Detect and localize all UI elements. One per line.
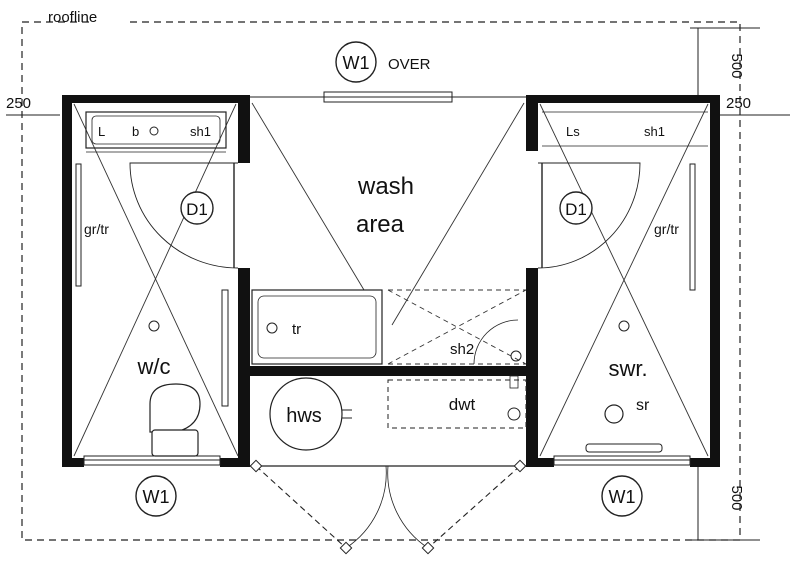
wc-label: w/c bbox=[137, 354, 171, 379]
sh2-label: sh2 bbox=[450, 341, 474, 358]
right-door-swing bbox=[537, 162, 641, 269]
dimension-left: 250 bbox=[6, 95, 31, 112]
laundry-trough bbox=[251, 289, 383, 365]
dimension-right: 250 bbox=[726, 95, 751, 112]
left-shelf bbox=[85, 111, 227, 149]
right-grab-rail bbox=[689, 163, 696, 291]
dwt-label: dwt bbox=[449, 395, 476, 414]
window-tag-bottom-left-label: W1 bbox=[143, 487, 170, 507]
trough-label: tr bbox=[292, 321, 301, 338]
sh2-shelf bbox=[387, 289, 527, 365]
left-shelf-sh1: sh1 bbox=[190, 124, 211, 139]
toilet-icon bbox=[149, 383, 201, 457]
partition-walls bbox=[238, 95, 538, 466]
left-grab-rail bbox=[75, 163, 82, 287]
shower-label: swr. bbox=[608, 356, 647, 381]
window-tag-top bbox=[335, 41, 377, 83]
window-tag-bottom-right-label: W1 bbox=[609, 487, 636, 507]
outer-walls bbox=[62, 95, 720, 467]
right-shelf-sh1: sh1 bbox=[644, 124, 665, 139]
roofline-outline bbox=[21, 21, 741, 541]
wc-side-rail bbox=[221, 289, 229, 407]
shower-room-diagonals bbox=[539, 103, 709, 457]
wash-area-label-line2: area bbox=[356, 211, 405, 238]
right-door-tag bbox=[559, 191, 593, 225]
window-tag-bottom-right bbox=[601, 475, 643, 517]
hot-water-system bbox=[269, 377, 343, 451]
shower-floor-rail bbox=[585, 443, 663, 453]
left-shelf-L: L bbox=[98, 124, 105, 139]
shower-drain-icon bbox=[604, 404, 624, 424]
wash-area-diagonals bbox=[251, 102, 525, 326]
window-tag-bottom-left bbox=[135, 475, 177, 517]
window-top-note: OVER bbox=[388, 56, 431, 73]
left-rail-label: gr/tr bbox=[84, 221, 109, 237]
hws-label: hws bbox=[286, 405, 322, 427]
dimension-top: 500 bbox=[728, 53, 745, 78]
left-door-label: D1 bbox=[186, 200, 208, 219]
entry-doors bbox=[255, 465, 521, 549]
roofline-label: roofline bbox=[48, 9, 97, 26]
wash-area-label-line1: wash bbox=[357, 173, 414, 200]
right-rail-label: gr/tr bbox=[654, 221, 679, 237]
shower-rose-label: sr bbox=[636, 397, 650, 414]
left-door-swing bbox=[129, 162, 239, 269]
right-shelf-Ls: Ls bbox=[566, 124, 580, 139]
left-door-tag bbox=[180, 191, 214, 225]
window-tag-top-label: W1 bbox=[343, 53, 370, 73]
left-shelf-b: b bbox=[132, 124, 139, 139]
dimension-bottom: 500 bbox=[728, 485, 745, 510]
right-door-label: D1 bbox=[565, 200, 587, 219]
dishwasher bbox=[387, 379, 527, 429]
